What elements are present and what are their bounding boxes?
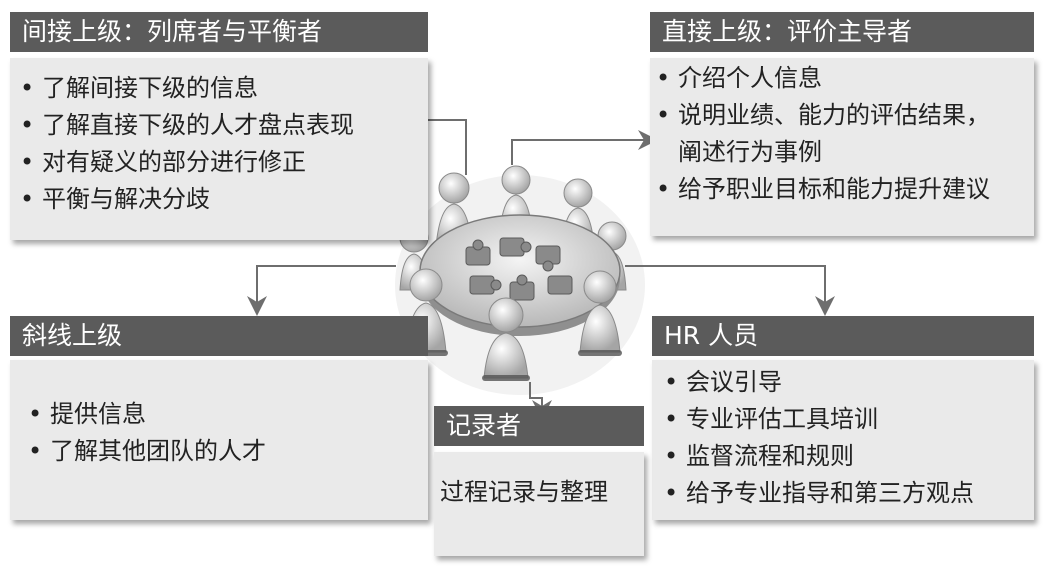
direct-supervisor-body: 介绍个人信息 说明业绩、能力的评估结果， 阐述行为事例 给予职业目标和能力提升建… [650,58,1034,236]
dotted-item: 了解其他团队的人才 [22,433,428,470]
arrow-to-direct [511,130,658,165]
arrow-to-dotted [247,265,396,316]
dotted-supervisor-title: 斜线上级 [10,316,428,356]
hr-item: 专业评估工具培训 [658,401,1034,438]
round-table-illustration [395,165,645,395]
dotted-supervisor-body: 提供信息 了解其他团队的人才 [10,360,428,520]
connector-arrows [247,110,835,420]
direct-supervisor-title: 直接上级：评价主导者 [650,12,1034,52]
hr-item: 会议引导 [658,364,1034,401]
direct-item: 给予职业目标和能力提升建议 [650,171,1034,208]
recorder-body: 过程记录与整理 [434,452,644,556]
direct-item: 说明业绩、能力的评估结果， [650,97,1034,134]
indirect-item: 对有疑义的部分进行修正 [14,144,428,181]
indirect-supervisor-title: 间接上级：列席者与平衡者 [10,12,428,52]
recorder-title: 记录者 [434,406,644,446]
indirect-item: 了解间接下级的信息 [14,70,428,107]
recorder-text: 过程记录与整理 [440,478,608,506]
arrow-to-indirect [408,110,467,175]
arrow-to-recorder [529,382,552,420]
indirect-item: 了解直接下级的人才盘点表现 [14,107,428,144]
hr-staff-title: HR 人员 [652,316,1034,356]
indirect-supervisor-body: 了解间接下级的信息 了解直接下级的人才盘点表现 对有疑义的部分进行修正 平衡与解… [10,58,428,240]
hr-item: 给予专业指导和第三方观点 [658,475,1034,512]
direct-item-continuation: 阐述行为事例 [678,138,822,166]
hr-staff-body: 会议引导 专业评估工具培训 监督流程和规则 给予专业指导和第三方观点 [652,360,1034,520]
dotted-item: 提供信息 [22,396,428,433]
hr-item: 监督流程和规则 [658,438,1034,475]
direct-item: 介绍个人信息 [650,60,1034,97]
arrow-to-hr [625,265,835,316]
indirect-item: 平衡与解决分歧 [14,181,428,218]
